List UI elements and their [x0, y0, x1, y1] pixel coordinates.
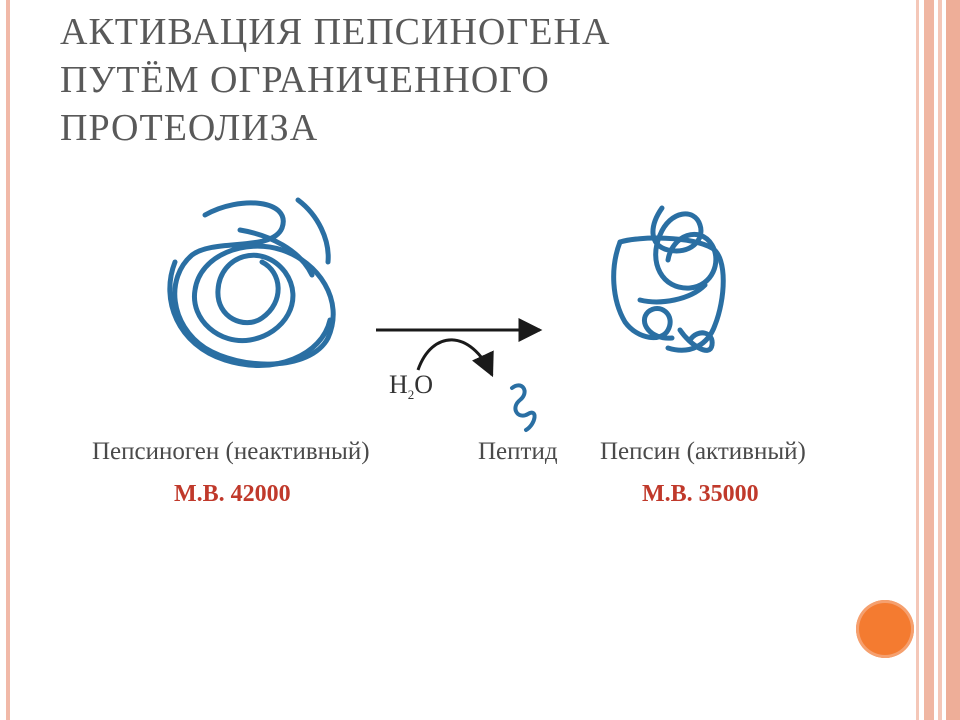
water-o: O — [414, 370, 434, 399]
pepsinogen-label: Пепсиноген (неактивный) — [92, 438, 370, 465]
slide-title: АКТИВАЦИЯ ПЕПСИНОГЕНА ПУТЁМ ОГРАНИЧЕННОГ… — [60, 8, 880, 152]
pepsin-mw: М.В. 35000 — [642, 481, 759, 507]
peptide-label: Пептид — [478, 438, 558, 465]
water-subscript: 2 — [407, 387, 415, 403]
right-frame-stripes — [916, 0, 960, 720]
peptide-squiggle — [510, 383, 537, 432]
accent-circle — [856, 600, 914, 658]
pepsin-label: Пепсин (активный) — [600, 438, 806, 465]
water-reagent-label: H2O — [389, 370, 433, 403]
title-line-1: АКТИВАЦИЯ ПЕПСИНОГЕНА — [60, 11, 611, 53]
left-frame-stripe — [6, 0, 10, 720]
title-line-2: ПУТЁМ ОГРАНИЧЕННОГО — [60, 59, 550, 101]
pepsinogen-coil — [167, 197, 336, 368]
peptide-release-arrow — [416, 338, 494, 378]
pepsinogen-mw: М.В. 42000 — [174, 481, 291, 507]
title-line-3: ПРОТЕОЛИЗА — [60, 107, 319, 149]
pepsin-coil — [611, 205, 726, 353]
water-h: H — [389, 370, 408, 399]
